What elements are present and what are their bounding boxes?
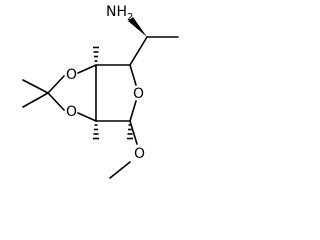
oxygen-methoxy-label: O bbox=[134, 146, 145, 162]
oxygen-dioxolane-upper-label: O bbox=[66, 67, 77, 83]
oxygen-ring-label: O bbox=[133, 86, 144, 102]
bond-o-lower-c2 bbox=[77, 112, 97, 122]
hash-c2-h bbox=[93, 124, 99, 140]
wedge-c5-n bbox=[128, 17, 147, 37]
bond-cme2-o-lower bbox=[47, 92, 65, 111]
bond-c4-o-ring bbox=[129, 64, 137, 86]
bond-methyl-lower bbox=[22, 92, 49, 108]
bond-o-upper-cme2 bbox=[47, 75, 65, 94]
structure-canvas: NH2 O O O O bbox=[0, 0, 187, 189]
bond-c3-o-upper bbox=[77, 64, 97, 74]
bond-c4-c5 bbox=[129, 36, 148, 66]
molecule-drawing: NH2 O O O O bbox=[22, 4, 179, 179]
hash-c1-h bbox=[127, 124, 133, 140]
bond-o-ring-c1 bbox=[129, 100, 137, 122]
hash-c3-h bbox=[93, 46, 99, 62]
bond-methyl-upper bbox=[22, 79, 49, 94]
bond-o-methoxy-ch3 bbox=[109, 161, 131, 179]
amine-label: NH2 bbox=[106, 4, 133, 23]
oxygen-dioxolane-lower-label: O bbox=[66, 104, 77, 120]
